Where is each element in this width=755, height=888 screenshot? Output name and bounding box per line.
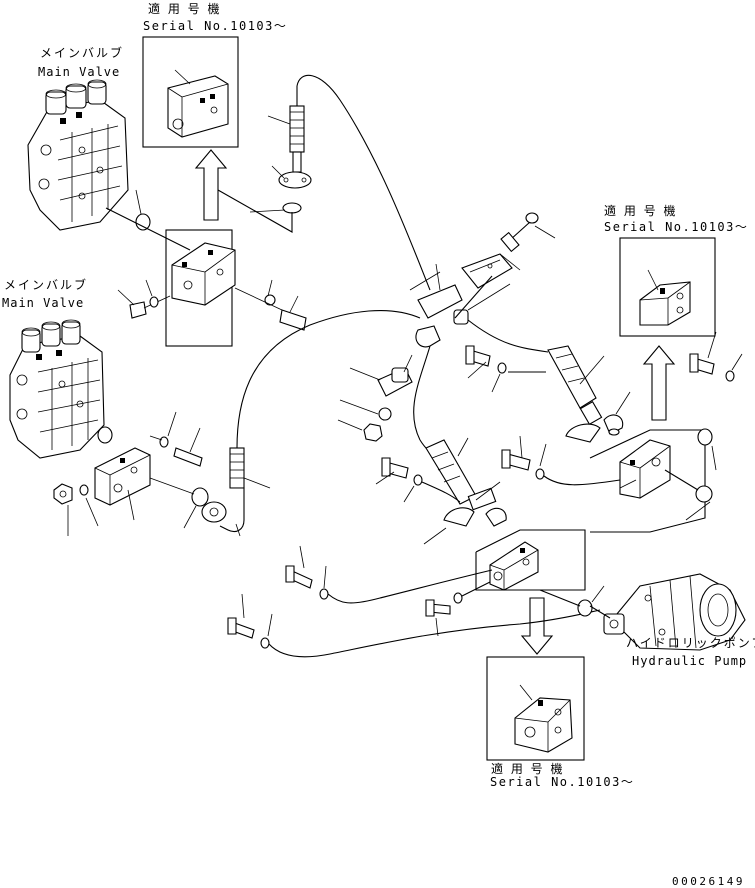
adapter-block-upper — [165, 229, 236, 347]
adapter-block-center-low — [475, 529, 586, 591]
bolt-center-1 — [375, 457, 423, 503]
serial-box-bottom — [486, 656, 585, 761]
o-ring-right-2 — [685, 485, 713, 521]
clamp-bracket-left — [349, 354, 413, 397]
hydraulic-pump — [603, 573, 746, 651]
bolt-upper-right — [234, 279, 307, 331]
arrow-up-right — [642, 345, 676, 421]
drawing-code: 00026149 — [672, 875, 745, 888]
bolt-lower-left-far — [227, 593, 273, 649]
serial-note-bottom-serial: Serial No.10103～ — [490, 775, 635, 789]
serial-box-right — [619, 237, 716, 337]
main-valve-left-label-en: Main Valve — [2, 296, 85, 310]
o-ring-right-1 — [697, 428, 717, 471]
o-ring-1 — [135, 189, 151, 231]
arrow-up-top — [194, 149, 228, 221]
hose-flange-lower — [201, 447, 271, 537]
serial-note-right-jp: 適 用 号 機 — [604, 204, 678, 218]
main-valve-top — [27, 79, 129, 231]
clamp-bracket-upper — [409, 263, 511, 348]
o-ring-2 — [282, 202, 302, 214]
lever-plate — [461, 253, 521, 289]
bolt-lower-block — [149, 411, 203, 467]
bolt-upper-left — [117, 279, 171, 319]
lever-knob — [500, 212, 556, 253]
serial-note-right-serial: Serial No.10103～ — [604, 220, 749, 234]
hose-flange-top — [267, 86, 312, 189]
hydraulic-pump-label-jp: ハイドロリックポンプ — [626, 636, 755, 650]
adapter-block-lower — [94, 447, 151, 521]
bolt-far-right — [689, 331, 743, 382]
o-ring-3 — [97, 426, 113, 444]
serial-box-top — [142, 36, 239, 148]
arrow-down-bottom — [520, 597, 554, 655]
main-valve-top-label-jp: メインバルブ — [40, 46, 125, 60]
main-valve-left-label-jp: メインバルブ — [4, 278, 89, 292]
o-ring-4 — [149, 477, 209, 529]
bolt-center-low-2 — [425, 592, 463, 637]
hydraulic-pump-label-en: Hydraulic Pump — [632, 654, 748, 668]
hose-assembly-right — [467, 319, 631, 443]
hose-assembly-center — [419, 437, 507, 545]
bolt-center-low-1 — [285, 545, 329, 600]
nut-center — [337, 399, 392, 442]
bolt-right-1 — [465, 345, 507, 393]
main-valve-left — [9, 319, 105, 459]
main-valve-top-label-en: Main Valve — [38, 65, 121, 79]
nut-lower-left — [53, 483, 99, 536]
serial-note-top-jp: 適 用 号 機 — [148, 2, 222, 16]
serial-note-top-serial: Serial No.10103～ — [143, 19, 288, 33]
adapter-block-right — [589, 429, 706, 533]
bolt-right-2 — [501, 435, 547, 480]
o-ring-pump — [577, 585, 605, 617]
serial-note-bottom-jp: 適 用 号 機 — [491, 762, 565, 776]
